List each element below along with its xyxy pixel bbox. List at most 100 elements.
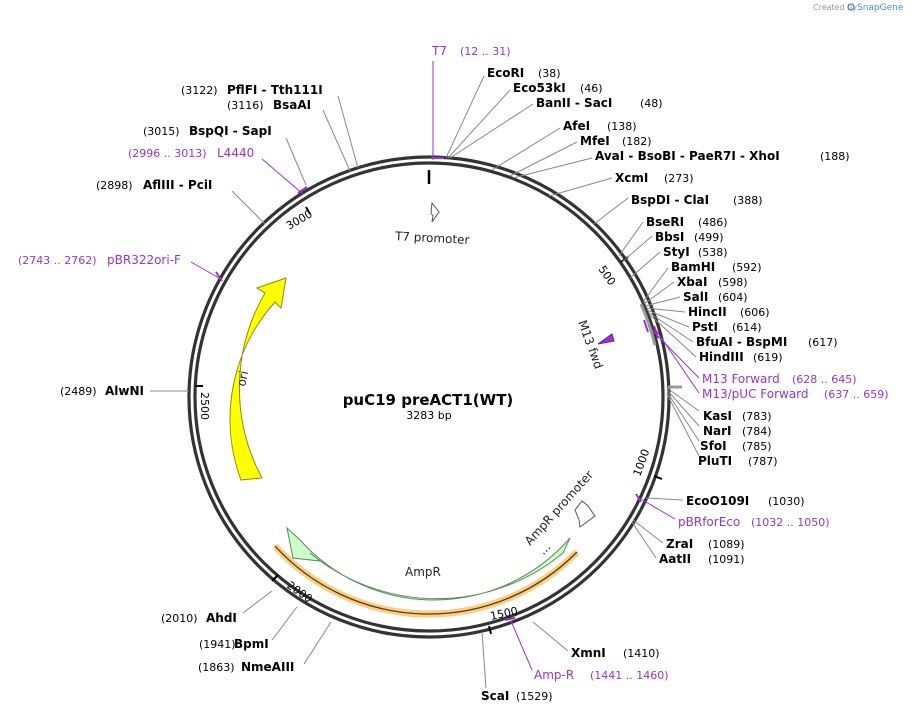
- site-leader-bamhi: [642, 267, 669, 303]
- site-pos-avai-group: (188): [820, 150, 850, 163]
- site-name-eco53ki: Eco53kI: [513, 81, 566, 95]
- site-pos-hincii: (606): [740, 306, 770, 319]
- tick-mark-1500: [488, 625, 492, 635]
- site-pos-afliii-pcii: (2898): [96, 179, 133, 192]
- t7-promoter-label: T7 promoter: [394, 229, 470, 247]
- primer-l4440-leader: [261, 158, 304, 195]
- site-name-hincii: HincII: [688, 305, 727, 319]
- site-name-bpmi: BpmI: [234, 637, 269, 651]
- ampr-promoter-dots: ...: [536, 540, 554, 558]
- site-name-bfuai-bspmi: BfuAI - BspMI: [696, 335, 787, 349]
- site-name-zrai: ZraI: [666, 537, 693, 551]
- site-leader-hincii: [645, 307, 686, 313]
- site-pos-ecoo109i: (1030): [768, 495, 805, 508]
- primer-m13-puc-forward-name: M13/pUC Forward: [702, 387, 809, 401]
- site-leader-sali: [644, 296, 681, 307]
- primer-pbr322ori-f-leader: [190, 261, 220, 279]
- site-name-scai: ScaI: [481, 689, 509, 703]
- primer-m13-forward-range: (628 .. 645): [792, 373, 857, 386]
- site-leader-ecori: [445, 75, 485, 159]
- primer-pbr322ori-f-mark: [215, 271, 223, 282]
- site-leader-afei: [491, 127, 561, 171]
- site-pos-banii-saci: (48): [640, 97, 663, 110]
- site-pos-bfuai-bspmi: (617): [808, 336, 838, 349]
- primer-t7-range: (12 .. 31): [460, 45, 511, 58]
- site-leader-bspdi-clai: [593, 197, 629, 225]
- ori-label: ori: [234, 369, 251, 387]
- site-pos-nari: (784): [742, 425, 772, 438]
- site-pos-mfei: (182): [622, 135, 652, 148]
- tick-label-2500: 2500: [198, 392, 211, 420]
- primer-amp-r-mark: [504, 617, 516, 621]
- site-name-banii-saci: BanII - SacI: [536, 96, 612, 110]
- site-name-bsaai: BsaAI: [273, 98, 311, 112]
- site-name-hindiii: HindIII: [699, 350, 744, 364]
- site-name-mfei: MfeI: [580, 134, 610, 148]
- site-pos-ecori: (38): [538, 67, 561, 80]
- site-pos-alwni: (2489): [60, 385, 97, 398]
- site-leader-xmni: [532, 621, 569, 652]
- site-leader-sfoi: [666, 391, 700, 442]
- credit-brand: SnapGene: [857, 3, 904, 13]
- site-pos-aatii: (1091): [708, 553, 745, 566]
- tick-label-500: 500: [596, 263, 619, 288]
- primer-pbr322ori-f-name: pBR322ori-F: [107, 253, 181, 267]
- site-leader-pflfi-tth111i: [337, 95, 359, 169]
- site-pos-bamhi: (592): [732, 261, 762, 274]
- site-leader-aatii: [631, 521, 657, 559]
- site-name-nmeaiii: NmeAIII: [241, 660, 294, 674]
- site-name-kasi: KasI: [703, 409, 732, 423]
- site-leader-ahdi: [242, 590, 273, 614]
- primer-m13-forward-mark: [643, 319, 649, 333]
- tick-mark-2000: [271, 574, 279, 582]
- site-name-bspqi-sapi: BspQI - SapI: [189, 124, 272, 138]
- site-name-pluti: PluTI: [698, 454, 732, 468]
- site-name-sali: SalI: [683, 290, 708, 304]
- primer-pbrforeco-leader: [638, 497, 676, 520]
- site-pos-xcmi: (273): [664, 172, 694, 185]
- primers: T7 (12 .. 31) M13 Forward (628 .. 645) M…: [18, 44, 889, 682]
- site-leader-bbsi: [621, 235, 653, 263]
- site-leader-zrai: [632, 519, 664, 544]
- tick-label-2000: 2000: [284, 579, 314, 606]
- site-name-pflfi-tth111i: PflFI - Tth111I: [227, 83, 323, 97]
- site-leader-nmeaiii: [303, 621, 332, 665]
- primer-m13-puc-forward-range: (637 .. 659): [824, 388, 889, 401]
- site-pos-nmeaiii: (1863): [198, 661, 235, 674]
- backbone-inner-ring: [193, 161, 665, 633]
- site-pos-bpmi: (1941): [199, 638, 236, 651]
- plasmid-length: 3283 bp: [406, 409, 451, 422]
- site-leader-styi: [629, 251, 661, 279]
- site-leader-xcmi: [548, 177, 613, 197]
- primer-m13-puc-forward-mark: [653, 325, 659, 339]
- site-leader-mfei: [509, 141, 578, 177]
- primer-l4440-mark: [297, 186, 308, 194]
- site-pos-kasi: (783): [742, 410, 772, 423]
- site-leader-xbai: [643, 281, 675, 305]
- t7-promoter-arrow: [430, 201, 440, 223]
- site-leader-pluti: [666, 393, 700, 457]
- primer-pbrforeco-range: (1032 .. 1050): [751, 516, 830, 529]
- site-pos-pflfi-tth111i: (3122): [181, 84, 218, 97]
- site-leader-ecoo109i: [645, 497, 684, 501]
- site-pos-afei: (138): [607, 120, 637, 133]
- m13-fwd-arrow: [597, 333, 615, 345]
- site-name-ecoo109i: EcoO109I: [686, 494, 749, 508]
- site-pos-ahdi: (2010): [161, 612, 198, 625]
- site-name-afei: AfeI: [563, 119, 590, 133]
- primer-amp-r-leader: [510, 620, 533, 671]
- ori-arrow: [229, 277, 287, 481]
- site-pos-sfoi: (785): [742, 440, 772, 453]
- site-pos-psti: (614): [732, 321, 762, 334]
- credit: Created by SnapGene: [813, 3, 904, 13]
- ampr-arrow: [286, 526, 571, 601]
- site-pos-bspqi-sapi: (3015): [143, 125, 180, 138]
- credit-text: Created by: [813, 3, 857, 12]
- primer-pbr322ori-f-range: (2743 .. 2762): [18, 254, 97, 267]
- site-leader-bpmi: [271, 606, 298, 641]
- mcs-segment: [639, 303, 657, 346]
- primer-amp-r-range: (1441 .. 1460): [590, 669, 669, 682]
- site-pos-bsaai: (3116): [227, 99, 264, 112]
- primer-m13-puc-forward-leader: [655, 329, 700, 394]
- site-pos-zrai: (1089): [708, 538, 745, 551]
